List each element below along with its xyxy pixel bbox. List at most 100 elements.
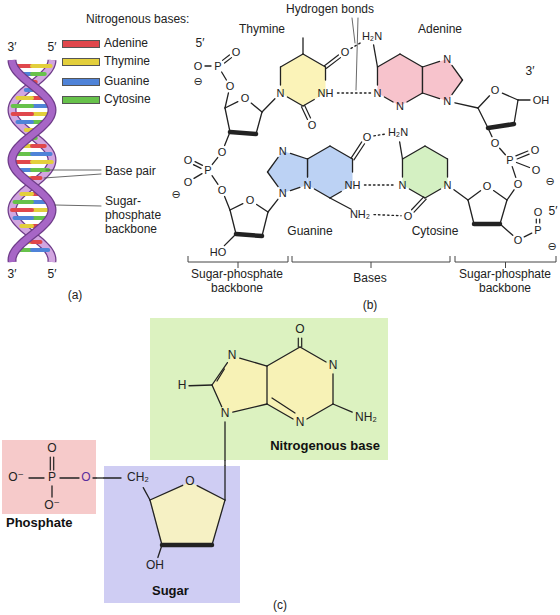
- atom-label: N: [399, 179, 407, 192]
- atom-label: ⊖: [193, 75, 202, 88]
- text-label: 3′: [8, 41, 17, 55]
- bond-line: [517, 163, 530, 168]
- base-rung: [32, 160, 52, 164]
- bond-line: [425, 189, 441, 198]
- atom-label: NH: [345, 179, 361, 192]
- bond-line: [268, 157, 279, 172]
- bond-line: [217, 369, 224, 381]
- atom-label: ⊖: [545, 175, 554, 188]
- bond-line: [422, 67, 423, 93]
- text-label: Bases: [353, 272, 386, 286]
- bond-line: [287, 97, 303, 106]
- bond-line: [150, 485, 183, 500]
- bond-line: [29, 477, 44, 478]
- atom-label: O: [47, 442, 56, 456]
- double-bond: [195, 162, 202, 166]
- bond-line: [212, 158, 217, 165]
- legend-swatch: [62, 40, 100, 48]
- bond-line: [502, 93, 518, 100]
- double-bond: [301, 338, 302, 347]
- bond-line: [422, 67, 423, 93]
- text-label: 3′: [8, 268, 17, 282]
- atom-label: N: [277, 87, 285, 100]
- bond-line: [240, 358, 267, 366]
- bond-line: [302, 38, 303, 54]
- bond-line: [212, 500, 225, 545]
- bond-connector: [96, 477, 104, 478]
- atom-label: N: [443, 53, 451, 66]
- atom-label: N: [279, 187, 287, 200]
- bond-line: [300, 347, 326, 362]
- bond-line: [158, 545, 162, 557]
- bond-line: [512, 167, 516, 178]
- ring: [212, 356, 267, 414]
- bond-line: [524, 233, 531, 237]
- bold-bond: [162, 543, 212, 548]
- ring: [268, 151, 308, 193]
- atom-label: O: [218, 184, 227, 197]
- bond-line: [272, 398, 295, 413]
- bond-line: [268, 172, 279, 187]
- bond-line: [104, 477, 121, 478]
- bracket: [188, 256, 288, 268]
- bond-line: [325, 67, 326, 80]
- bond-line: [423, 61, 440, 67]
- region-label: Phosphate: [6, 516, 72, 531]
- atom-label: NH: [318, 87, 334, 100]
- bond-line: [290, 153, 307, 159]
- hydrogen-bond: [365, 184, 396, 185]
- hydrogen-bond: [374, 134, 385, 136]
- base-rung: [17, 96, 32, 100]
- ring: [468, 186, 507, 224]
- atom-label: OH: [146, 559, 164, 573]
- atom-label: N: [444, 179, 452, 192]
- text-label: 5′: [549, 205, 558, 219]
- atom-label: NH₂: [350, 208, 370, 221]
- bond-line: [330, 146, 353, 159]
- text-label: (b): [363, 299, 378, 313]
- bond-line: [455, 103, 478, 108]
- hydrogen-bond: [351, 42, 362, 48]
- base-rung: [12, 208, 32, 212]
- leader-line: [356, 18, 358, 90]
- bond-line: [514, 100, 518, 124]
- text-label: Adenine: [418, 23, 462, 37]
- bond-line: [251, 103, 262, 112]
- atom-label: P: [506, 154, 513, 167]
- legend-text: Guanine: [104, 75, 149, 89]
- bond-line: [267, 404, 293, 419]
- double-bond: [324, 55, 338, 66]
- base-rung: [32, 248, 48, 252]
- bond-line: [93, 477, 96, 478]
- atom-label: O: [218, 146, 227, 159]
- ring: [377, 54, 422, 106]
- hydrogen-bond: [338, 92, 371, 93]
- legend-text: Adenine: [104, 37, 148, 51]
- helix-strand: [12, 60, 52, 262]
- text-label: 5′: [48, 268, 57, 282]
- bond-line: [500, 200, 507, 224]
- text-label: Sugar-phosphate backbone: [185, 268, 290, 296]
- legend-text: Thymine: [104, 55, 150, 69]
- bond-line: [225, 196, 230, 210]
- base-rung: [32, 152, 51, 156]
- double-bond: [516, 151, 528, 156]
- atom-label: O: [491, 137, 500, 150]
- leader-line: [46, 170, 101, 171]
- double-bond: [53, 457, 54, 470]
- text-label: HO: [210, 246, 227, 259]
- atom-label: N: [296, 416, 305, 430]
- atom-label: NH₂: [355, 411, 377, 425]
- ring: [267, 347, 333, 423]
- atom-label: N: [279, 145, 287, 158]
- atom-label: O: [241, 92, 250, 105]
- text-label: Nitrogenous bases:: [86, 13, 189, 27]
- atom-label: H₂N: [388, 126, 408, 139]
- bond-line: [262, 99, 275, 112]
- atom-label: O: [246, 194, 255, 207]
- bond-line: [225, 93, 228, 108]
- bond-line: [330, 192, 341, 199]
- text-label: Cytosine: [412, 225, 459, 239]
- bond-line: [143, 488, 150, 500]
- bond-line: [307, 146, 330, 159]
